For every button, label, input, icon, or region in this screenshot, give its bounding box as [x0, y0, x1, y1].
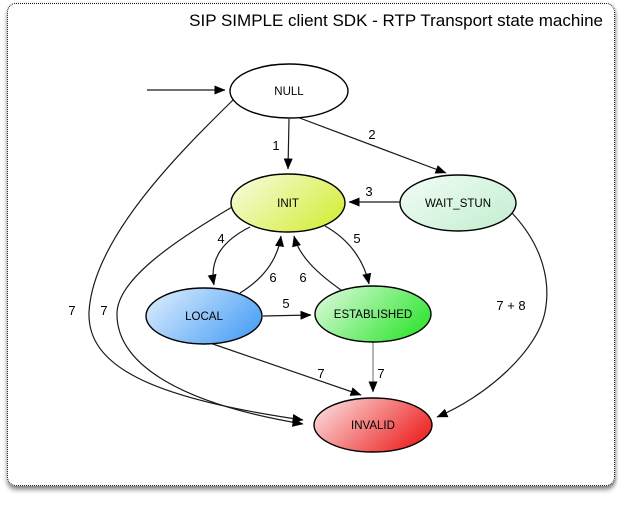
state-wait-stun-label: WAIT_STUN [425, 198, 491, 210]
edge-label-init-to-local: 4 [217, 231, 224, 246]
edge-label-local-to-invalid: 7 [317, 366, 324, 381]
state-invalid: INVALID [313, 397, 433, 453]
edge-init-to-invalid: 7 [100, 206, 304, 427]
state-null: NULL [229, 63, 349, 119]
edge-local-to-invalid: 7 [209, 342, 362, 396]
state-established: ESTABLISHED [314, 285, 432, 343]
state-established-label: ESTABLISHED [334, 309, 412, 321]
state-null-ellipse [229, 63, 349, 119]
diagram-title: SIP SIMPLE client SDK - RTP Transport st… [189, 11, 603, 30]
state-invalid-ellipse [313, 397, 433, 453]
edge-label-wait-stun-to-init: 3 [365, 184, 372, 199]
state-established-ellipse [314, 285, 432, 343]
edge-wait-stun-to-init: 3 [348, 184, 400, 207]
edge-label-local-to-established: 5 [282, 296, 289, 311]
edge-label-init-to-established: 5 [353, 231, 360, 246]
edge-label-null-to-invalid: 7 [68, 303, 75, 318]
edge-established-to-init: 6 [292, 235, 342, 291]
state-invalid-label: INVALID [351, 420, 395, 432]
edge-label-established-to-invalid: 7 [377, 366, 384, 381]
edge-label-init-to-invalid: 7 [100, 303, 107, 318]
state-local-ellipse [145, 287, 263, 345]
edge-label-null-to-wait-stun: 2 [368, 127, 375, 142]
edge-established-to-invalid: 7 [368, 342, 385, 393]
edge-label-local-to-init: 6 [269, 270, 276, 285]
edge-null-to-init: 1 [272, 118, 293, 170]
edge-label-null-to-init: 1 [272, 138, 279, 153]
edge-init-to-local: 4 [207, 226, 251, 286]
state-init-label: INIT [277, 198, 299, 210]
state-init: INIT [230, 173, 346, 233]
edge-local-to-established: 5 [262, 296, 312, 320]
state-local: LOCAL [145, 287, 263, 345]
state-local-label: LOCAL [185, 311, 223, 323]
edge-label-wait-stun-to-invalid: 7 + 8 [496, 298, 525, 313]
state-wait-stun-ellipse [399, 174, 517, 232]
edge-label-established-to-init: 6 [299, 270, 306, 285]
edge-null-to-wait-stun: 2 [296, 116, 447, 174]
edge-init-to-established: 5 [324, 225, 372, 285]
state-wait-stun: WAIT_STUN [399, 174, 517, 232]
edge-local-to-init: 6 [239, 235, 284, 294]
state-null-label: NULL [274, 86, 304, 98]
state-init-ellipse [230, 173, 346, 233]
edge-wait-stun-to-invalid: 7 + 8 [436, 212, 548, 418]
edge-null-to-invalid: 7 [68, 99, 304, 423]
